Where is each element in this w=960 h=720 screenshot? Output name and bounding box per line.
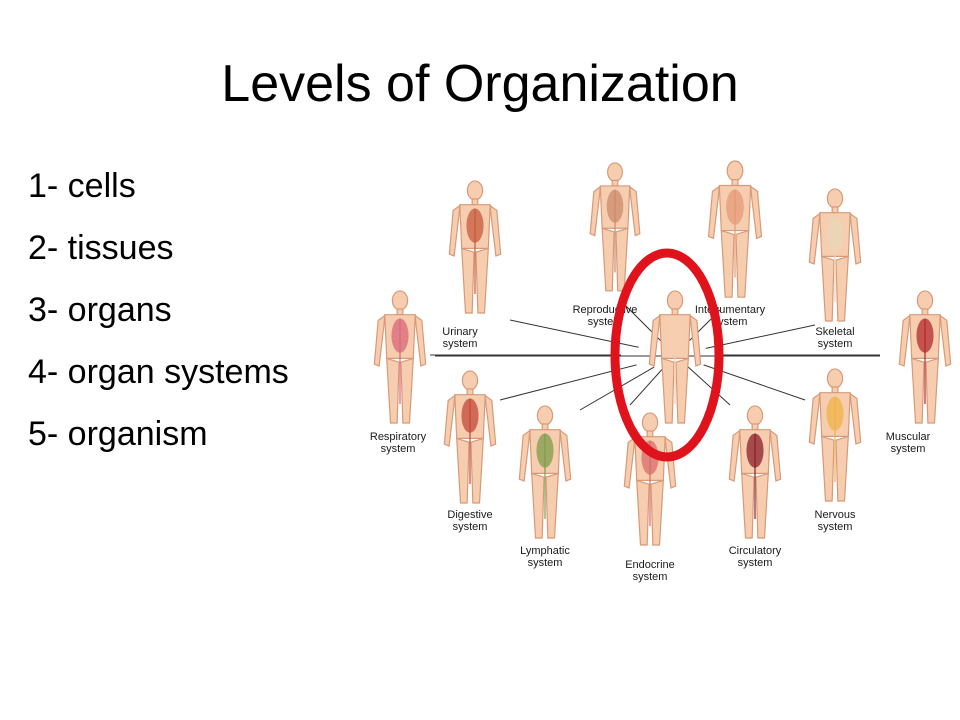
figure-organism	[648, 290, 702, 424]
level-item-tissues: 2- tissues	[28, 229, 174, 267]
figure-respiratory-system	[373, 290, 427, 424]
level-item-organism: 5- organism	[28, 415, 208, 453]
figure-lymphatic-system	[518, 405, 572, 539]
figure-digestive-system	[443, 370, 497, 504]
figure-urinary-system	[448, 180, 502, 314]
connector-line	[686, 365, 731, 406]
level-item-organ-systems: 4- organ systems	[28, 353, 289, 391]
levels-list: 1- cells 2- tissues 3- organs 4- organ s…	[28, 166, 289, 476]
connector-line	[629, 365, 666, 406]
figure-circulatory-system	[728, 405, 782, 539]
highlight-ellipse	[610, 248, 724, 462]
figure-skeletal-system	[808, 188, 862, 322]
level-item-cells: 1- cells	[28, 167, 136, 205]
slide-title: Levels of Organization	[221, 55, 739, 113]
figure-integumentary-system	[707, 160, 763, 298]
figure-nervous-system	[808, 368, 862, 502]
level-item-organs: 3- organs	[28, 291, 172, 329]
connector-line	[705, 324, 816, 349]
figure-muscular-system	[898, 290, 952, 424]
figure-reproductive-system	[589, 162, 641, 292]
